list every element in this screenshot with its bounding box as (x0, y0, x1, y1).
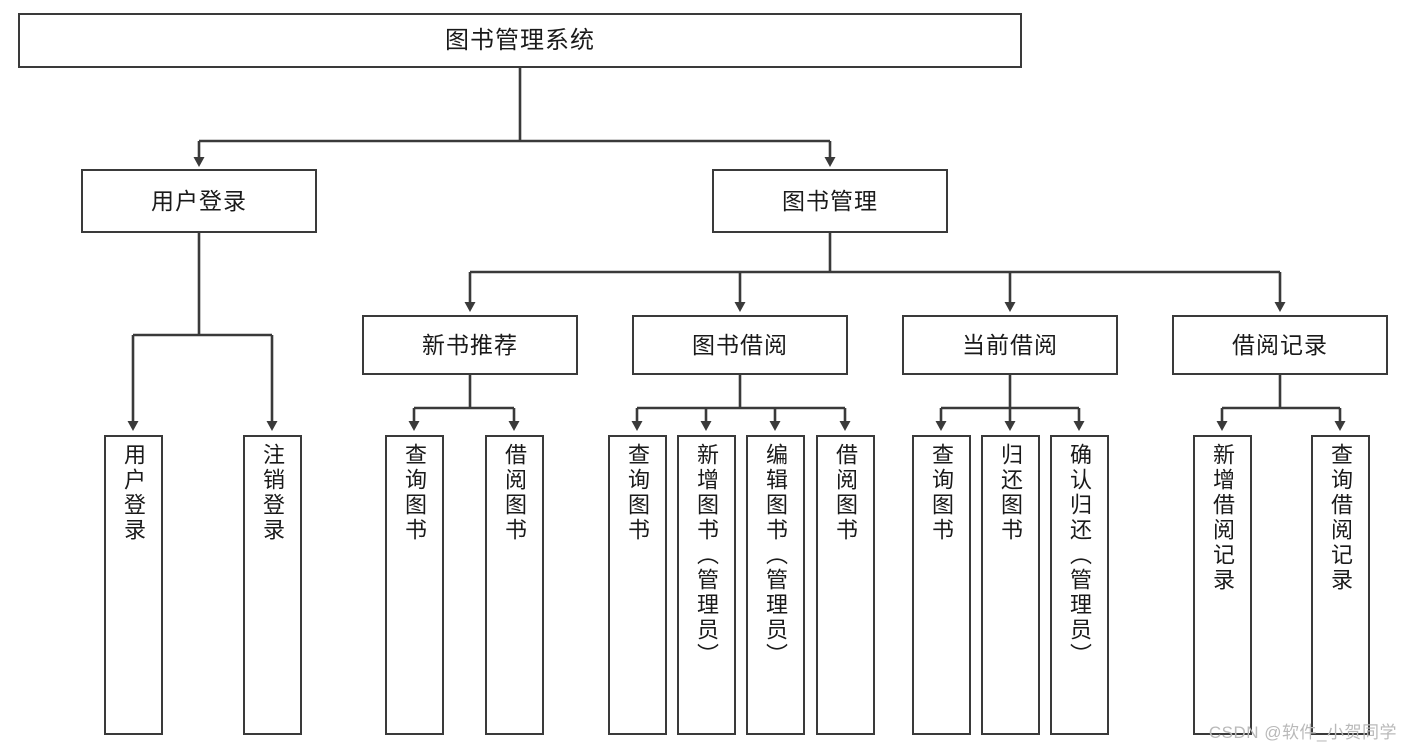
leaf-recommend-query-book[interactable]: 查询图书 (385, 435, 444, 735)
leaf-borrow-edit-book[interactable]: 编辑图书（管理员） (746, 435, 805, 735)
node-label: 新增借阅记录 (1210, 443, 1236, 593)
node-book-management[interactable]: 图书管理 (712, 169, 948, 233)
node-new-book-recommend[interactable]: 新书推荐 (362, 315, 578, 375)
watermark-text: CSDN @软件_小贺同学 (1208, 723, 1397, 742)
node-root-system[interactable]: 图书管理系统 (18, 13, 1022, 68)
leaf-current-query-book[interactable]: 查询图书 (912, 435, 971, 735)
node-label: 用户登录 (121, 443, 147, 543)
leaf-current-confirm-return[interactable]: 确认归还（管理员） (1050, 435, 1109, 735)
leaf-borrow-query-book[interactable]: 查询图书 (608, 435, 667, 735)
leaf-user-login-logout[interactable]: 注销登录 (243, 435, 302, 735)
leaf-borrow-borrow-book[interactable]: 借阅图书 (816, 435, 875, 735)
leaf-current-return-book[interactable]: 归还图书 (981, 435, 1040, 735)
node-label: 注销登录 (260, 443, 286, 543)
node-label: 当前借阅 (962, 331, 1058, 358)
node-label: 确认归还（管理员） (1067, 443, 1093, 668)
node-label: 查询图书 (929, 443, 955, 543)
node-label: 图书借阅 (692, 331, 788, 358)
leaf-user-login-login[interactable]: 用户登录 (104, 435, 163, 735)
node-borrow-record[interactable]: 借阅记录 (1172, 315, 1388, 375)
leaf-borrow-add-book[interactable]: 新增图书（管理员） (677, 435, 736, 735)
node-label: 新增图书（管理员） (694, 443, 720, 668)
node-label: 借阅记录 (1232, 331, 1328, 358)
node-label: 借阅图书 (502, 443, 528, 543)
node-label: 图书管理 (782, 187, 878, 214)
node-current-borrow[interactable]: 当前借阅 (902, 315, 1118, 375)
node-book-borrow[interactable]: 图书借阅 (632, 315, 848, 375)
node-label: 编辑图书（管理员） (763, 443, 789, 668)
node-label: 新书推荐 (422, 331, 518, 358)
node-label: 查询借阅记录 (1328, 443, 1354, 593)
leaf-recommend-borrow-book[interactable]: 借阅图书 (485, 435, 544, 735)
leaf-record-query-record[interactable]: 查询借阅记录 (1311, 435, 1370, 735)
node-label: 借阅图书 (833, 443, 859, 543)
node-label: 图书管理系统 (445, 26, 595, 54)
node-label: 查询图书 (402, 443, 428, 543)
node-label: 查询图书 (625, 443, 651, 543)
node-user-login[interactable]: 用户登录 (81, 169, 317, 233)
node-label: 归还图书 (998, 443, 1024, 543)
node-label: 用户登录 (151, 187, 247, 214)
leaf-record-add-record[interactable]: 新增借阅记录 (1193, 435, 1252, 735)
